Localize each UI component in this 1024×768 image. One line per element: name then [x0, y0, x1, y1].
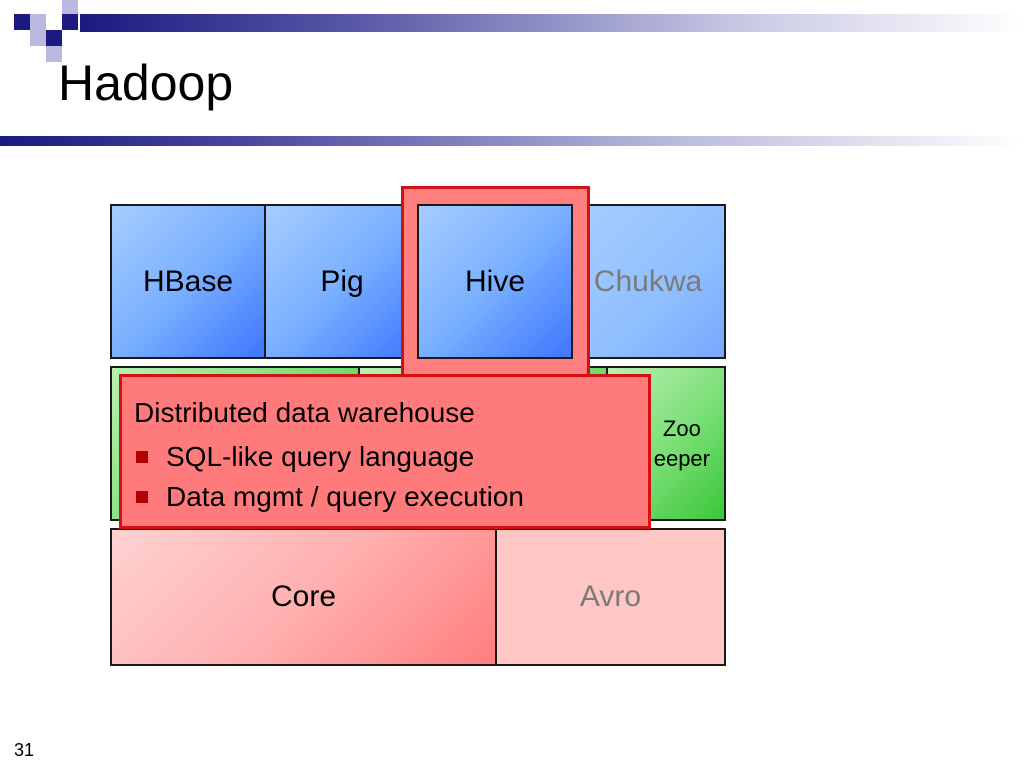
avro-box: Avro — [495, 528, 726, 666]
bullet-text: Data mgmt / query execution — [166, 481, 524, 512]
title-underline-bar — [0, 136, 1024, 146]
slide-title: Hadoop — [58, 55, 234, 111]
pig-box: Pig — [264, 204, 420, 359]
header-square-icon — [46, 46, 62, 62]
hbase-box: HBase — [110, 204, 266, 359]
page-number: 31 — [14, 740, 35, 760]
square-bullet-icon — [136, 451, 148, 463]
header-square-icon — [62, 14, 78, 30]
header-square-icon — [30, 30, 46, 46]
hive-label: Hive — [464, 264, 525, 298]
list-item: SQL-like query language — [134, 437, 634, 477]
square-bullet-icon — [136, 491, 148, 503]
pig-label: Pig — [320, 264, 364, 298]
callout-bullet-list: SQL-like query language Data mgmt / quer… — [134, 437, 634, 517]
list-item: Data mgmt / query execution — [134, 477, 634, 517]
bullet-text: SQL-like query language — [166, 441, 475, 472]
hbase-label: HBase — [142, 264, 234, 298]
avro-label: Avro — [579, 580, 642, 613]
header-square-icon — [46, 30, 62, 46]
core-box: Core — [110, 528, 497, 666]
header-square-icon — [62, 0, 78, 16]
header-gradient-bar — [80, 14, 1024, 32]
core-label: Core — [270, 580, 337, 613]
hive-box: Hive — [417, 204, 573, 359]
callout-title: Distributed data warehouse — [134, 397, 475, 428]
chukwa-label: Chukwa — [593, 264, 703, 298]
zookeeper-label: Zoo eeper — [653, 415, 710, 471]
header-square-icon — [30, 14, 46, 30]
hive-callout: Distributed data warehouse SQL-like quer… — [119, 374, 651, 529]
chukwa-box: Chukwa — [570, 204, 726, 359]
header-square-icon — [14, 14, 30, 30]
